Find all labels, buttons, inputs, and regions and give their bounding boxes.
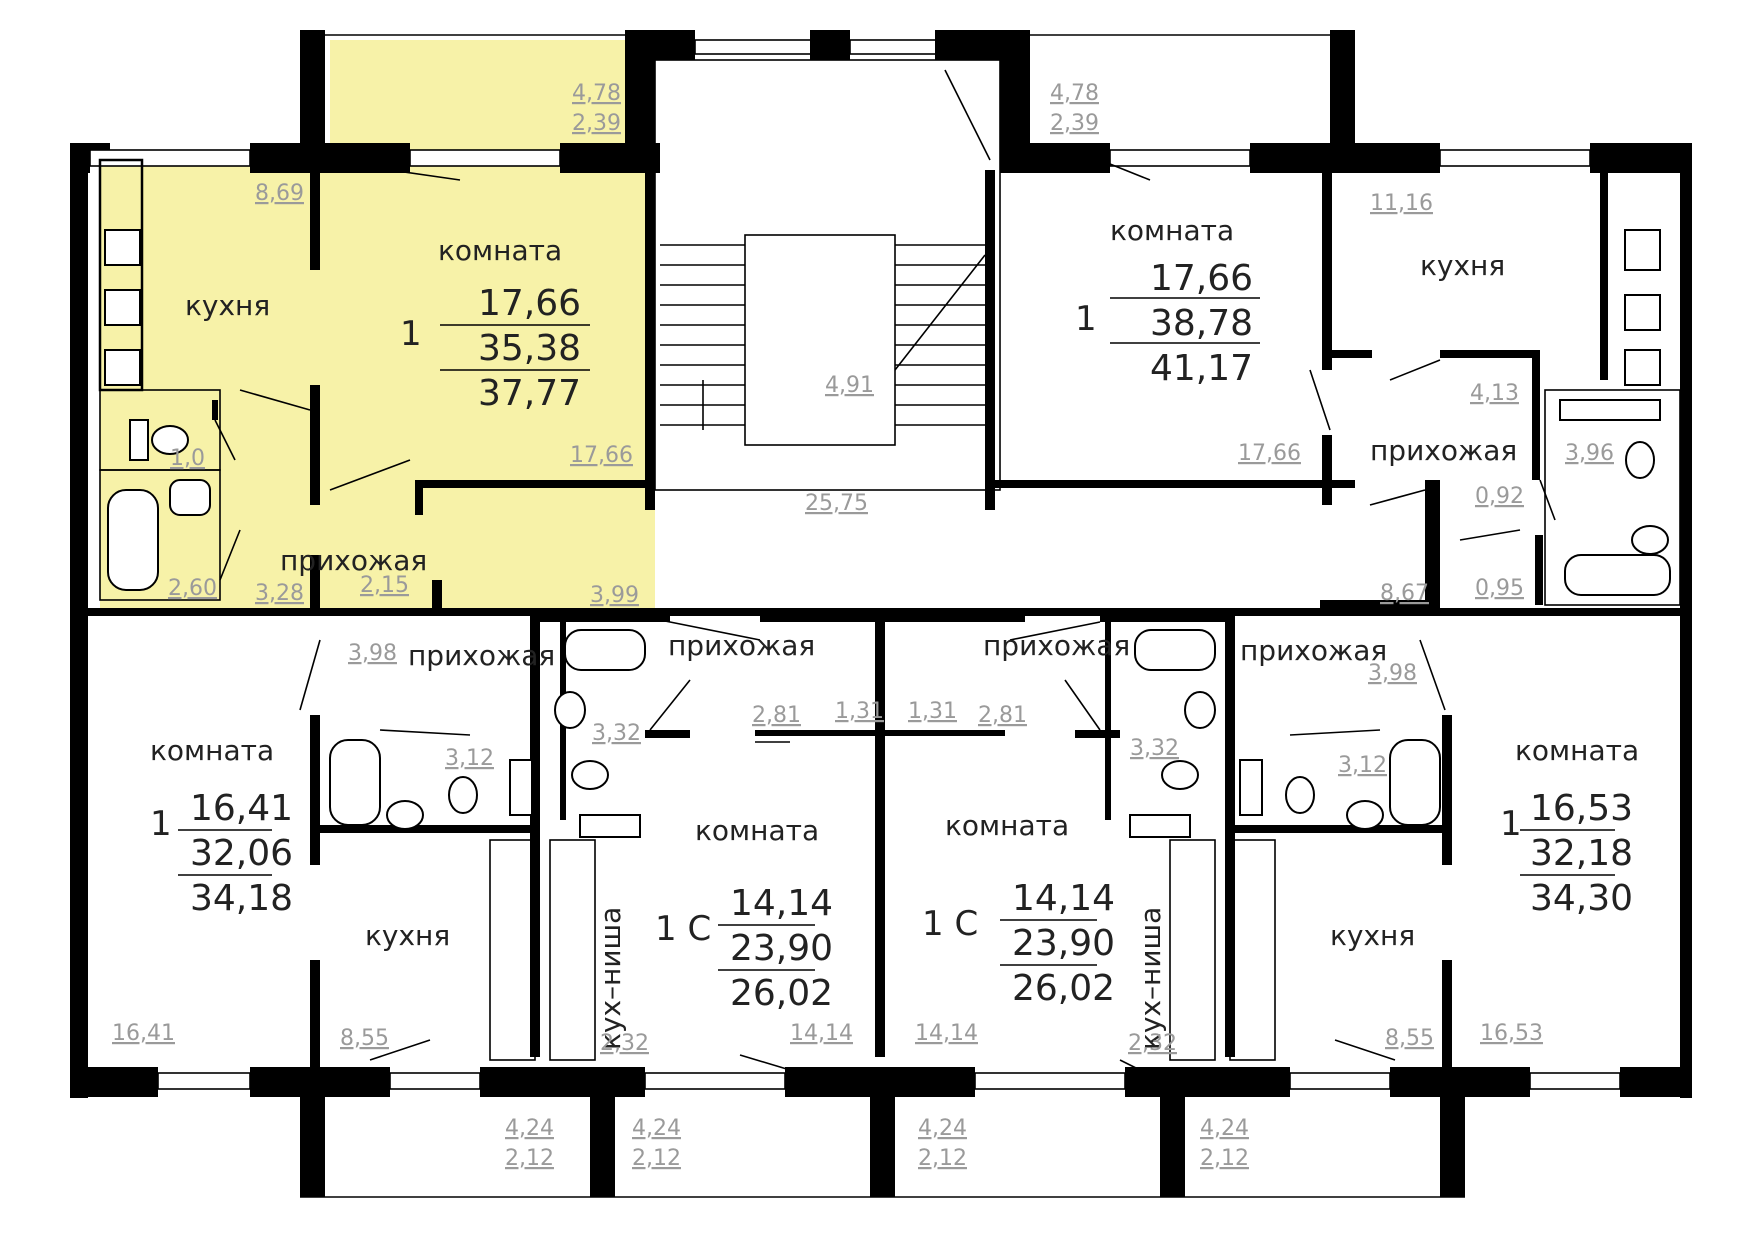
area-label: 2,32 [1128, 1031, 1177, 1056]
a1-total: 35,38 [478, 328, 581, 369]
a1-rooms: 1 [400, 314, 422, 354]
area-label: 1,0 [170, 446, 205, 471]
area-label: 2,15 [360, 573, 409, 598]
a2-total-balcony: 41,17 [1150, 348, 1253, 389]
a4-room-label: комната [695, 814, 819, 847]
a3-room-label: комната [150, 734, 274, 767]
area-label: 2,12 [918, 1146, 967, 1171]
a4-total: 23,90 [730, 928, 833, 969]
a2-total: 38,78 [1150, 303, 1253, 344]
area-label: 0,95 [1475, 576, 1524, 601]
area-label: 8,55 [1385, 1026, 1434, 1051]
a1-hall-label: прихожая [280, 544, 427, 577]
plumbing-fixtures [104, 229, 1671, 838]
a5-living: 14,14 [1012, 878, 1115, 919]
area-label: 4,24 [632, 1116, 681, 1141]
door-swings [214, 69, 1556, 1071]
a5-total-balcony: 26,02 [1012, 968, 1115, 1009]
a5-hall-label: прихожая [983, 629, 1130, 662]
a3-kitchen-label: кухня [365, 919, 450, 952]
area-label: 4,78 [1050, 81, 1099, 106]
stair-treads [660, 244, 986, 430]
a2-rooms: 1 [1075, 299, 1097, 339]
a1-kitchen-label: кухня [185, 289, 270, 322]
area-label: 2,81 [752, 703, 801, 728]
area-label: 16,41 [112, 1021, 175, 1046]
area-label: 11,16 [1370, 191, 1433, 216]
a4-total-balcony: 26,02 [730, 973, 833, 1014]
area-label: 3,12 [445, 746, 494, 771]
a5-niche-label: кух–ниша [1134, 907, 1167, 1050]
a2-kitchen-label: кухня [1420, 249, 1505, 282]
a4-living: 14,14 [730, 883, 833, 924]
area-label: 17,66 [1238, 441, 1301, 466]
area-label: 4,24 [1200, 1116, 1249, 1141]
area-label: 2,12 [632, 1146, 681, 1171]
area-label: 3,98 [348, 641, 397, 666]
a6-living: 16,53 [1530, 788, 1633, 829]
a4-niche-label: кух–ниша [594, 907, 627, 1050]
a6-total-balcony: 34,30 [1530, 878, 1633, 919]
area-label: 4,91 [825, 373, 874, 398]
area-label: 2,32 [600, 1031, 649, 1056]
area-label: 4,78 [572, 81, 621, 106]
area-label: 3,96 [1565, 441, 1614, 466]
a6-room-label: комната [1515, 734, 1639, 767]
area-label: 8,67 [1380, 581, 1429, 606]
a5-total: 23,90 [1012, 923, 1115, 964]
area-label: 2,12 [1200, 1146, 1249, 1171]
highlighted-apartment[interactable] [100, 40, 655, 610]
a6-total: 32,18 [1530, 833, 1633, 874]
a3-living: 16,41 [190, 788, 293, 829]
area-label: 8,69 [255, 181, 304, 206]
area-label: 1,31 [908, 699, 957, 724]
area-label: 3,32 [1130, 736, 1179, 761]
a5-room-label: комната [945, 809, 1069, 842]
area-label: 8,55 [340, 1026, 389, 1051]
a3-total-balcony: 34,18 [190, 878, 293, 919]
a6-rooms: 1 [1500, 804, 1522, 844]
a2-room-label: комната [1110, 214, 1234, 247]
a5-rooms: 1 С [922, 904, 978, 944]
interior-walls [98, 158, 1681, 1070]
a4-hall-label: прихожая [668, 629, 815, 662]
a1-room-label: комната [438, 234, 562, 267]
area-label: 25,75 [805, 491, 868, 516]
a3-total: 32,06 [190, 833, 293, 874]
a2-hall-label: прихожая [1370, 434, 1517, 467]
area-label: 14,14 [790, 1021, 853, 1046]
area-label: 2,12 [505, 1146, 554, 1171]
a3-rooms: 1 [150, 804, 172, 844]
area-label: 2,39 [572, 111, 621, 136]
area-label: 4,24 [505, 1116, 554, 1141]
area-label: 1,31 [835, 699, 884, 724]
area-label: 2,81 [978, 703, 1027, 728]
area-label: 3,99 [590, 583, 639, 608]
area-label: 3,12 [1338, 753, 1387, 778]
a6-hall-label: прихожая [1240, 634, 1387, 667]
a1-total-balcony: 37,77 [478, 373, 581, 414]
area-label: 2,39 [1050, 111, 1099, 136]
area-label: 14,14 [915, 1021, 978, 1046]
area-label: 0,92 [1475, 484, 1524, 509]
area-label: 2,60 [168, 576, 217, 601]
a3-hall-label: прихожая [408, 639, 555, 672]
a6-kitchen-label: кухня [1330, 919, 1415, 952]
area-label: 3,98 [1368, 661, 1417, 686]
area-label: 3,28 [255, 581, 304, 606]
area-label: 4,24 [918, 1116, 967, 1141]
area-label: 17,66 [570, 443, 633, 468]
area-label: 3,32 [592, 721, 641, 746]
a1-living: 17,66 [478, 283, 581, 324]
a4-rooms: 1 С [655, 909, 711, 949]
a2-living: 17,66 [1150, 258, 1253, 299]
area-label: 16,53 [1480, 1021, 1543, 1046]
room-area-labels: 4,78 2,39 8,69 1,0 2,60 3,28 2,15 17,66 … [112, 81, 1614, 1171]
area-label: 4,13 [1470, 381, 1519, 406]
